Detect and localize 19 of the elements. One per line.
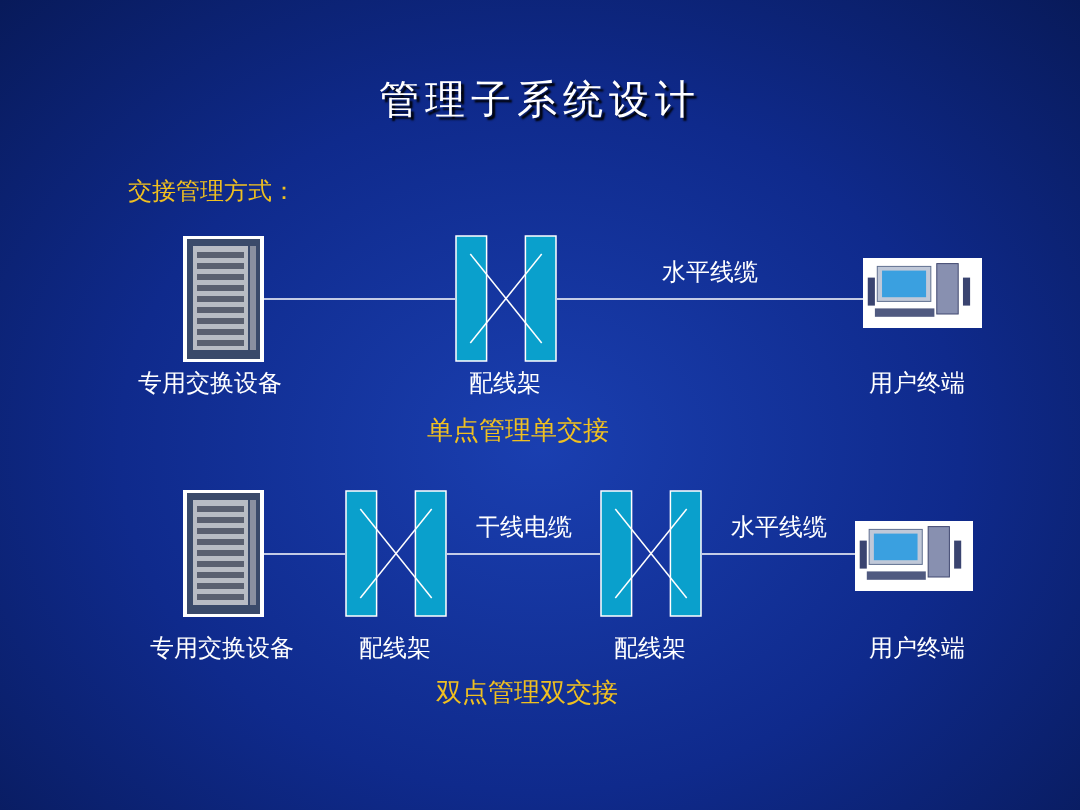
edge-label: 水平线缆	[730, 512, 827, 543]
caption-text: 单点管理单交接	[427, 414, 609, 447]
slide-title: 管理子系统设计	[378, 75, 702, 124]
caption-text: 双点管理双交接	[436, 676, 618, 709]
cable-line	[263, 553, 346, 555]
cable-line	[556, 298, 864, 300]
device-caption: 配线架	[359, 633, 431, 664]
heading-text: 交接管理方式：	[128, 176, 296, 207]
device-caption: 专用交换设备	[150, 633, 294, 664]
device-caption: 专用交换设备	[138, 368, 282, 399]
cable-line	[446, 553, 601, 555]
cable-line	[263, 298, 456, 300]
device-caption: 配线架	[469, 368, 541, 399]
cable-line	[701, 553, 856, 555]
edge-label: 干线电缆	[475, 512, 572, 543]
device-caption: 配线架	[614, 633, 686, 664]
device-caption: 用户终端	[869, 633, 965, 664]
device-caption: 用户终端	[869, 368, 965, 399]
edge-label: 水平线缆	[662, 257, 758, 288]
